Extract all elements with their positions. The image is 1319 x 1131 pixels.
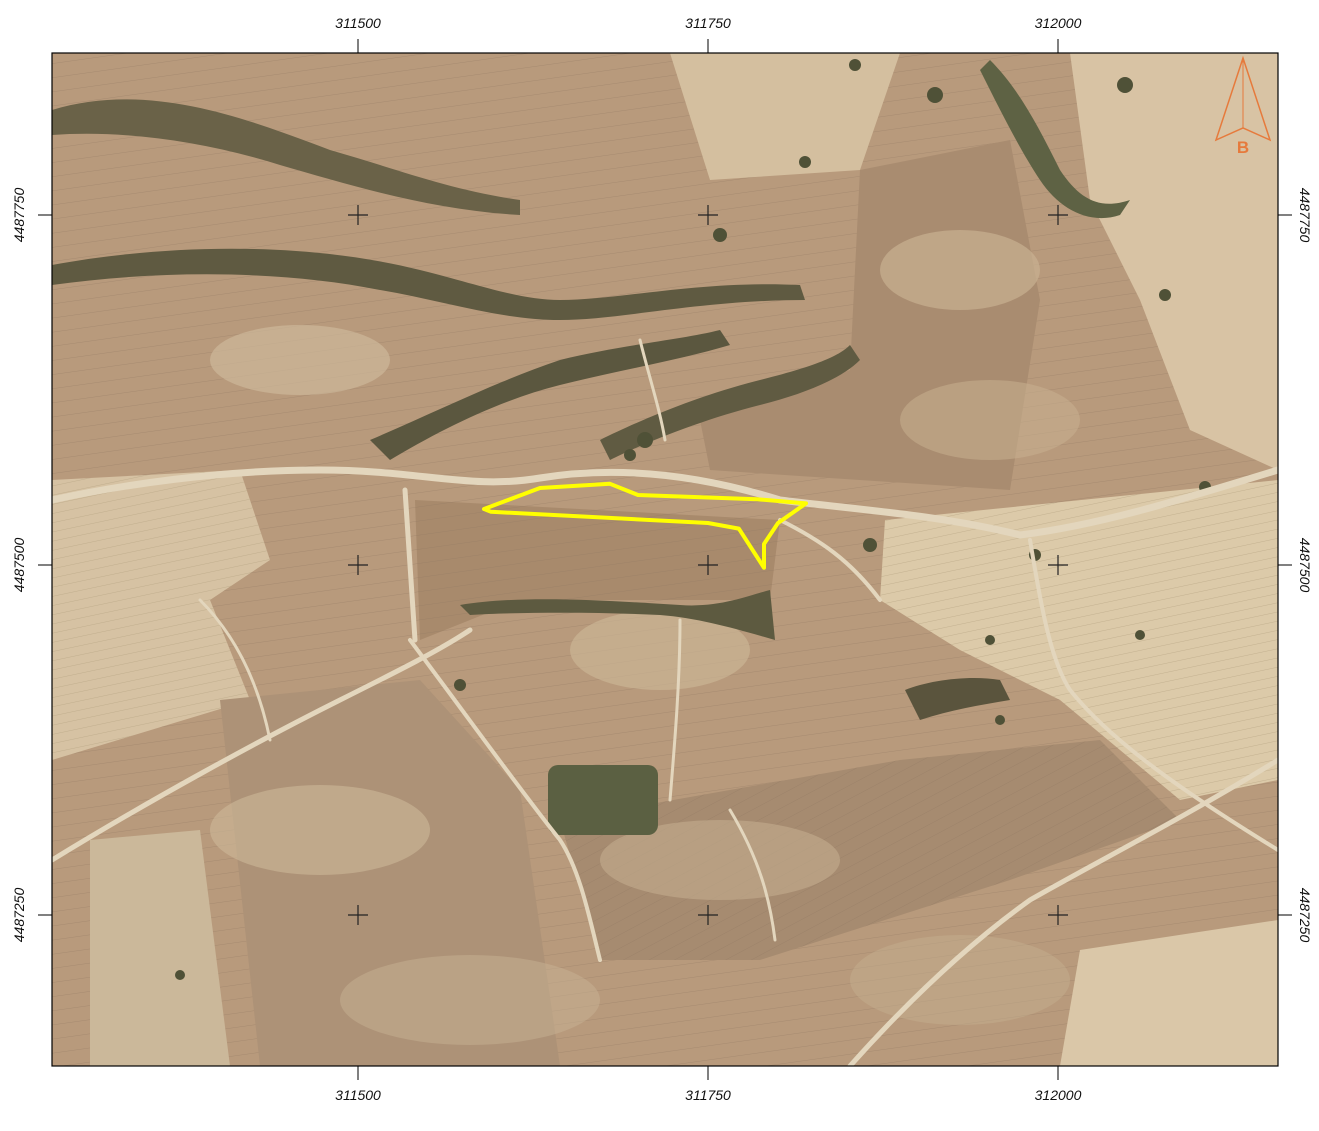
grid-cross bbox=[698, 905, 718, 925]
grid-cross bbox=[1048, 905, 1068, 925]
tracks bbox=[52, 338, 1278, 1066]
grid-cross bbox=[698, 205, 718, 225]
northing-label-right: 4487500 bbox=[1297, 538, 1313, 593]
grid-cross bbox=[348, 555, 368, 575]
north-arrow-letter: B bbox=[1237, 138, 1249, 157]
ravine-se bbox=[905, 678, 1010, 720]
easting-label-top: 311750 bbox=[685, 15, 731, 31]
northing-label-left: 4487500 bbox=[11, 538, 27, 593]
woodland-patch bbox=[548, 765, 658, 835]
pale-patch-7 bbox=[850, 935, 1070, 1025]
field-light-se bbox=[1060, 920, 1278, 1066]
grid-cross bbox=[348, 905, 368, 925]
ravine-upper-west bbox=[52, 248, 805, 320]
study-area-outline bbox=[482, 481, 808, 570]
easting-label-bottom: 312000 bbox=[1035, 1087, 1082, 1103]
grid-cross bbox=[1048, 555, 1068, 575]
pale-patch-2 bbox=[210, 325, 390, 395]
easting-label-bottom: 311750 bbox=[685, 1087, 731, 1103]
easting-label-top: 311500 bbox=[335, 15, 381, 31]
easting-label-bottom: 311500 bbox=[335, 1087, 381, 1103]
pale-patch-3 bbox=[570, 610, 750, 690]
field-light-n bbox=[670, 53, 900, 180]
northing-label-left: 4487750 bbox=[11, 188, 27, 243]
ravine-middle bbox=[370, 330, 730, 460]
northing-label-left: 4487250 bbox=[11, 888, 27, 943]
pale-patch-6 bbox=[340, 955, 600, 1045]
frame-ticks bbox=[38, 39, 1292, 1080]
map-frame bbox=[51, 52, 1279, 1067]
northing-label-right: 4487250 bbox=[1297, 888, 1313, 943]
pale-patch-4 bbox=[210, 785, 430, 875]
ravine-north bbox=[52, 99, 520, 215]
field-light-w-texture bbox=[52, 470, 270, 760]
tree-line-ne bbox=[980, 60, 1130, 219]
grid-cross bbox=[1048, 205, 1068, 225]
grid-cross bbox=[698, 555, 718, 575]
aerial-imagery bbox=[52, 53, 1278, 1066]
north-arrow-icon: B bbox=[1214, 55, 1272, 157]
northing-label-right: 4487750 bbox=[1297, 188, 1313, 243]
coordinate-labels: 311500 311500 311750 311750 312000 312000 4487… bbox=[11, 15, 1313, 1103]
grid-cross bbox=[348, 205, 368, 225]
pale-patch-8 bbox=[900, 380, 1080, 460]
pale-patch-1 bbox=[880, 230, 1040, 310]
ravine-south bbox=[460, 590, 775, 640]
grid-crosses bbox=[348, 205, 1068, 925]
easting-label-top: 312000 bbox=[1035, 15, 1082, 31]
ravine-central bbox=[600, 345, 860, 460]
field-light-ne bbox=[1070, 53, 1278, 470]
pale-patch-5 bbox=[600, 820, 840, 900]
field-light-e-texture bbox=[880, 480, 1278, 800]
field-dark-south-texture bbox=[560, 740, 1180, 960]
field-light-sw bbox=[90, 830, 230, 1066]
